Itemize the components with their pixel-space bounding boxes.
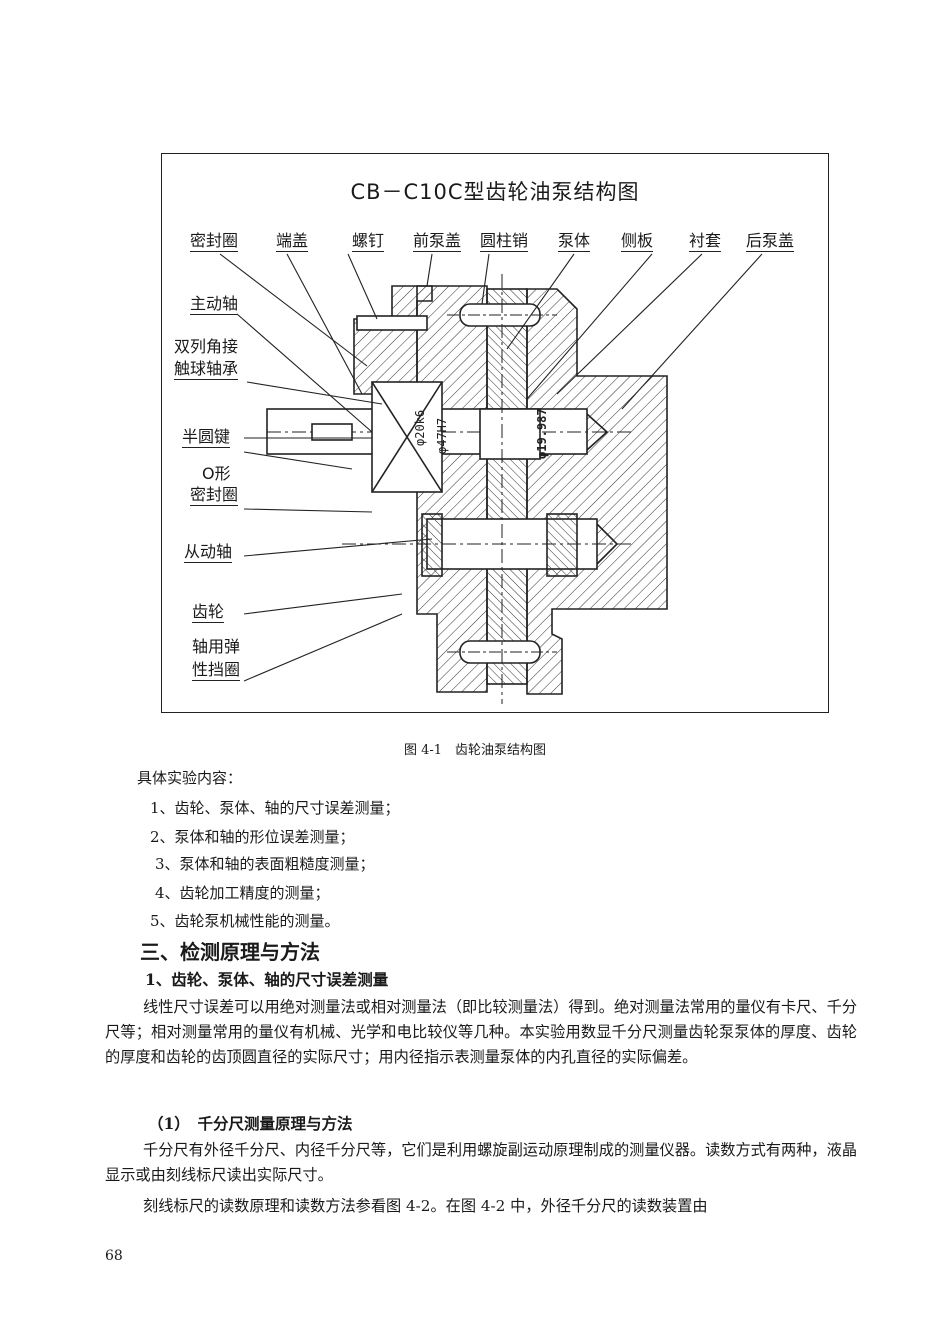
label-end-cap: 端盖 [276,231,309,252]
label-bushing: 衬套 [689,231,722,252]
paragraph: 线性尺寸误差可以用绝对测量法或相对测量法（即比较测量法）得到。绝对测量法常用的量… [105,998,857,1066]
list-item: 5、齿轮泵机械性能的测量。 [150,912,340,930]
shaft-mark-2: φ47H7 [435,418,449,454]
list-item: 3、泵体和轴的表面粗糙度测量； [155,855,375,873]
shaft-mark-1: φ20k6 [413,410,427,446]
list-item: 1、齿轮、泵体、轴的尺寸误差测量； [150,799,400,817]
label-retaining-ring-line1: 轴用弹 [192,637,241,656]
label-cylinder-pin: 圆柱销 [480,231,529,252]
label-seal-ring-top: 密封圈 [190,231,239,252]
section-heading: 三、检测原理与方法 [140,940,320,964]
list-item: 2、泵体和轴的形位误差测量； [150,828,355,846]
label-bearing-line2: 触球轴承 [174,359,239,380]
label-retaining-ring-line2: 性挡圈 [192,660,241,681]
label-o-ring-line1: O形 [202,464,231,483]
figure-caption: 图 4-1 齿轮油泵结构图 [403,743,547,758]
label-o-ring-line2: 密封圈 [190,485,239,506]
paragraph: 千分尺有外径千分尺、内径千分尺等，它们是利用螺旋副运动原理制成的测量仪器。读数方… [105,1141,857,1184]
page-number: 68 [105,1248,123,1264]
label-half-key: 半圆键 [182,427,231,448]
label-pump-body: 泵体 [558,231,591,252]
label-bearing-line1: 双列角接 [174,337,239,356]
label-drive-shaft: 主动轴 [190,294,239,315]
shaft-mark-3: φ19.987 [535,408,549,459]
intro-line: 具体实验内容： [137,769,243,787]
label-front-cover: 前泵盖 [413,231,462,252]
subsection-heading: 1、齿轮、泵体、轴的尺寸误差测量 [145,970,389,989]
label-side-plate: 侧板 [621,231,654,252]
paragraph: 刻线标尺的读数原理和读数方法参看图 4-2。在图 4-2 中，外径千分尺的读数装… [143,1197,708,1215]
pump-drawing: φ20k6 φ47H7 φ19.987 [219,253,763,704]
subsection-heading: （1） 千分尺测量原理与方法 [148,1114,353,1133]
label-screw: 螺钉 [352,231,385,252]
label-gear: 齿轮 [192,602,225,623]
label-driven-shaft: 从动轴 [184,542,233,563]
list-item: 4、齿轮加工精度的测量； [155,884,330,902]
label-rear-cover: 后泵盖 [746,231,795,252]
figure-title: CB－C10C型齿轮油泵结构图 [350,180,640,204]
pump-structure-figure: φ20k6 φ47H7 φ19.987 [161,153,829,713]
